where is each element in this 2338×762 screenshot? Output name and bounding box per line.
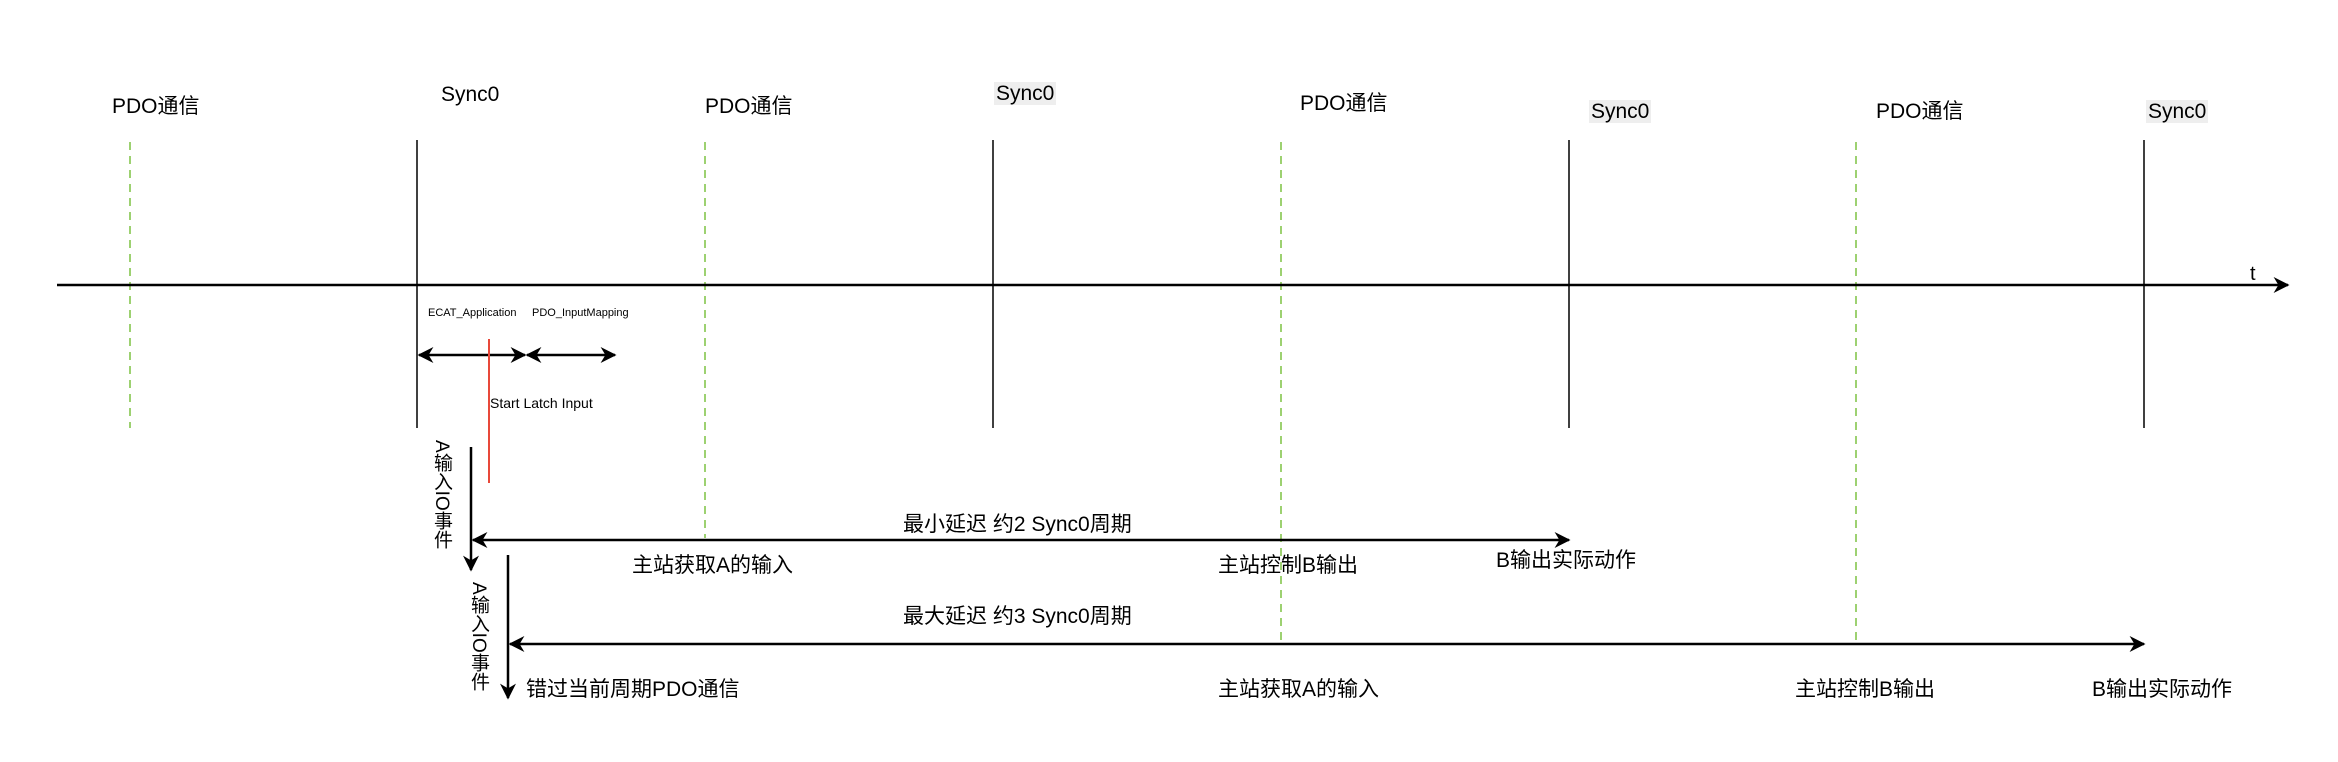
- master-control-output-label-min: 主站控制B输出: [1218, 554, 1359, 577]
- pdo-label-3: PDO通信: [1300, 92, 1388, 115]
- sync0-label-4: Sync0: [2146, 100, 2209, 123]
- master-control-output-label-max: 主站控制B输出: [1795, 678, 1936, 701]
- ecat-application-label: ECAT_Application: [428, 307, 517, 319]
- master-get-input-label-min: 主站获取A的输入: [632, 554, 794, 577]
- sync0-label-3: Sync0: [1589, 100, 1652, 123]
- pdo-label-4: PDO通信: [1876, 100, 1964, 123]
- min-delay-label: 最小延迟 约2 Sync0周期: [903, 513, 1132, 536]
- time-axis-label: t: [2250, 263, 2256, 285]
- event-a-label-max: A输入IO事件: [468, 582, 489, 691]
- master-get-input-label-max: 主站获取A的输入: [1218, 678, 1380, 701]
- b-output-action-label-max: B输出实际动作: [2092, 678, 2233, 701]
- start-latch-input-label: Start Latch Input: [490, 395, 593, 411]
- b-output-action-label-min: B输出实际动作: [1496, 549, 1637, 572]
- sync0-label-1: Sync0: [441, 83, 500, 106]
- pdo-input-mapping-label: PDO_InputMapping: [532, 307, 629, 319]
- event-a-label-min: A输入IO事件: [431, 440, 452, 549]
- missed-pdo-label: 错过当前周期PDO通信: [526, 678, 740, 701]
- pdo-label-1: PDO通信: [112, 95, 200, 118]
- sync0-label-2: Sync0: [994, 82, 1057, 105]
- pdo-label-2: PDO通信: [705, 95, 793, 118]
- max-delay-label: 最大延迟 约3 Sync0周期: [903, 605, 1132, 628]
